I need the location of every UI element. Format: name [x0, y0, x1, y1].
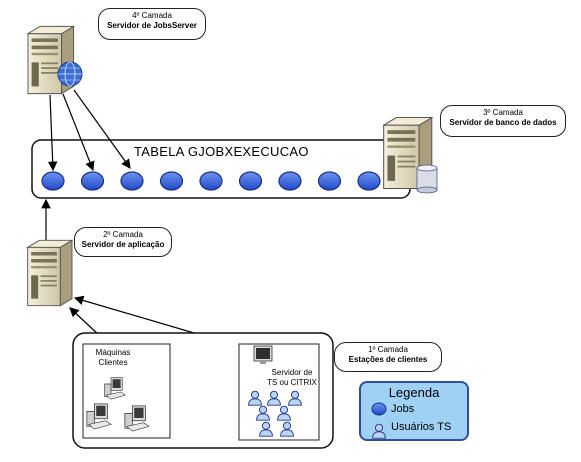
client-machines-label: Máquinas Clientes	[93, 348, 133, 368]
legend-icons	[371, 402, 387, 439]
layer4-name: Servidor de JobsServer	[107, 21, 197, 30]
job-circle	[357, 171, 381, 191]
job-circle	[278, 171, 302, 191]
layer2-title: 2º Camada	[103, 230, 143, 239]
ts-server-label: Servidor de TS ou CITRIX	[262, 368, 322, 388]
job-circle	[238, 171, 263, 191]
legend-user-icon	[372, 423, 386, 439]
monitor-icon	[253, 345, 273, 364]
legend-job-icon	[371, 402, 387, 416]
layer4-callout: 4º Camada Servidor de JobsServer	[98, 8, 206, 40]
ts-server-line2: TS ou CITRIX	[267, 378, 317, 387]
layer1-name: Estações de clientes	[348, 355, 428, 364]
globe-icon	[57, 61, 83, 87]
legend-title: Legenda	[388, 385, 440, 400]
job-circle	[317, 171, 342, 191]
jobs-row	[41, 171, 381, 191]
layer2-name: Servidor de aplicação	[81, 240, 165, 249]
layer3-name: Servidor de banco de dados	[449, 118, 557, 127]
job-circle	[80, 171, 105, 191]
table-title: TABELA GJOBXEXECUCAO	[134, 144, 309, 159]
ts-server-line1: Servidor de	[271, 368, 313, 377]
job-circle	[120, 171, 144, 191]
ts-server-box	[238, 343, 320, 441]
job-circle	[159, 171, 184, 191]
legend-jobs-label: Jobs	[391, 403, 415, 415]
layer1-callout: 1º Camada Estações de clientes	[334, 342, 442, 372]
jobsserver-arrows	[47, 89, 131, 172]
legend: Legenda Jobs Usuários TS	[359, 381, 469, 441]
job-circle	[199, 171, 223, 191]
layer4-title: 4º Camada	[132, 11, 172, 20]
application-server-icon	[27, 239, 73, 307]
job-circle	[41, 171, 65, 191]
client-machines-line1: Máquinas	[95, 348, 131, 357]
client-machines-line2: Clientes	[98, 358, 128, 367]
clients-to-app-arrow	[69, 307, 101, 337]
layer1-title: 1º Camada	[368, 345, 408, 354]
layer2-callout: 2º Camada Servidor de aplicação	[74, 227, 172, 257]
layer3-title: 3º Camada	[483, 108, 523, 117]
layer3-callout: 3º Camada Servidor de banco de dados	[440, 105, 566, 137]
database-icon	[416, 164, 438, 194]
legend-ts-users-label: Usuários TS	[391, 421, 452, 433]
